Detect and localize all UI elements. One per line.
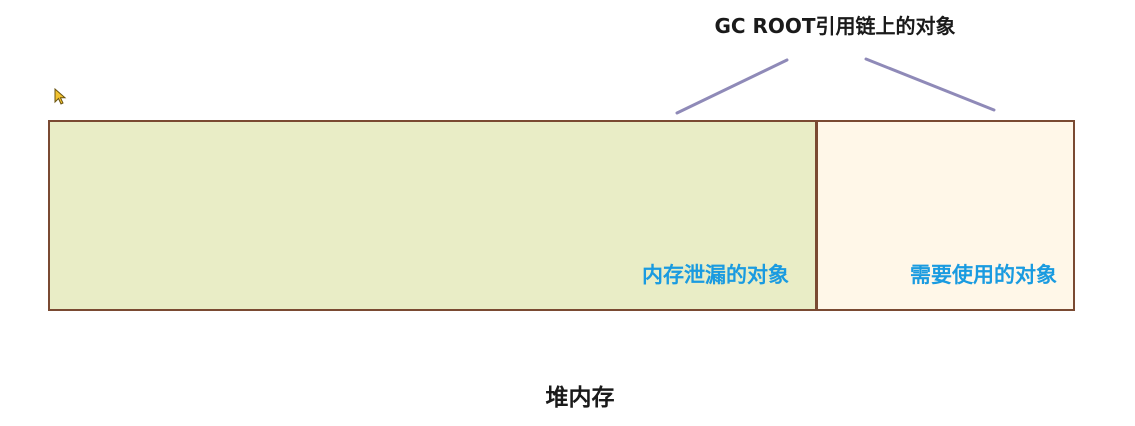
needed-objects-region: 需要使用的对象 bbox=[818, 122, 1073, 309]
mouse-pointer-icon bbox=[54, 88, 67, 105]
leaked-objects-label: 内存泄漏的对象 bbox=[642, 263, 789, 287]
leaked-objects-region: 内存泄漏的对象 bbox=[50, 122, 818, 309]
gc-root-title: GC ROOT引用链上的对象 bbox=[714, 14, 956, 38]
connector-line-left bbox=[675, 58, 789, 115]
heap-memory-caption: 堆内存 bbox=[545, 385, 615, 411]
heap-memory-box: 内存泄漏的对象 需要使用的对象 bbox=[48, 120, 1075, 311]
connector-line-right bbox=[864, 57, 996, 112]
needed-objects-label: 需要使用的对象 bbox=[910, 263, 1057, 287]
